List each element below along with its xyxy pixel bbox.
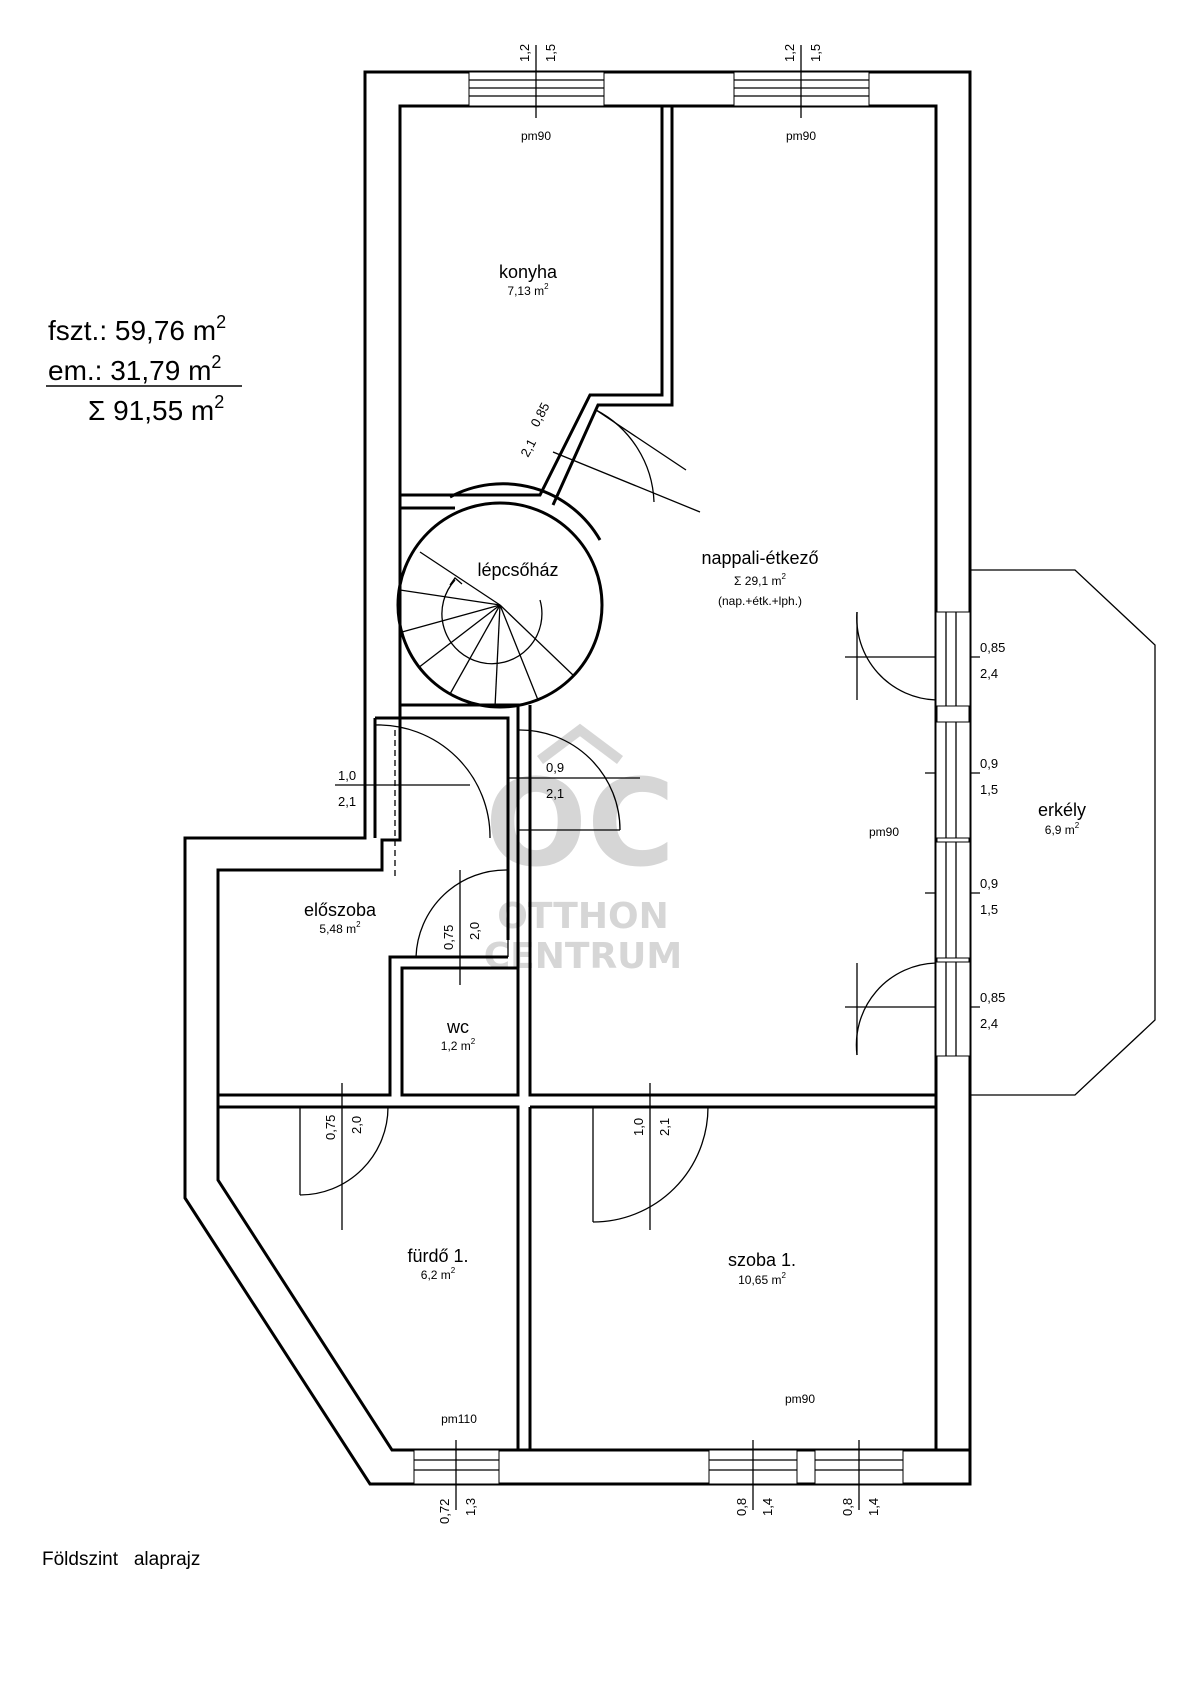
dim-east-win1-w: 0,9	[980, 756, 998, 771]
konyha-name: konyha	[499, 262, 558, 282]
svg-text:7,13 m2: 7,13 m2	[507, 282, 549, 298]
spiral-staircase	[396, 482, 604, 709]
svg-text:em.: 31,79 m2: em.: 31,79 m2	[48, 352, 221, 386]
dim-kitchen-door-h: 2,1	[517, 436, 539, 459]
wc-door	[415, 869, 509, 985]
sill-nappali-east: pm90	[869, 825, 899, 839]
dim-living-door-h: 2,1	[546, 786, 564, 801]
dim-entry-door-w: 1,0	[338, 768, 356, 783]
summary-sup3: 2	[214, 392, 224, 412]
dim-wc-door-w: 0,75	[441, 925, 456, 950]
summary-line2: em.: 31,79 m	[48, 355, 211, 386]
dim-east-door-top-w: 0,85	[980, 640, 1005, 655]
bedroom-door	[592, 1083, 709, 1230]
summary-line1: fszt.: 59,76 m	[48, 315, 216, 346]
eloszoba-name: előszoba	[304, 900, 377, 920]
dim-room-win1-w: 0,8	[734, 1498, 749, 1516]
dim-bath-door-h: 2,0	[349, 1116, 364, 1134]
otthon-centrum-watermark: OC OTTHON CENTRUM	[484, 723, 682, 977]
svg-text:10,65 m2: 10,65 m2	[738, 1271, 786, 1287]
erkely-name: erkély	[1038, 800, 1086, 820]
sill-konyha: pm90	[521, 129, 551, 143]
sill-furdo: pm110	[441, 1412, 477, 1426]
konyha-area: 7,13 m	[507, 284, 544, 298]
watermark-roof-icon	[537, 723, 623, 764]
szoba-name: szoba 1.	[728, 1250, 796, 1270]
room-labels: konyha 7,13 m2 lépcsőház nappali-étkező …	[304, 262, 1086, 1287]
furdo-name: fürdő 1.	[407, 1246, 468, 1266]
summary-sup2: 2	[211, 352, 221, 372]
dim-room-door-h: 2,1	[657, 1118, 672, 1136]
dim-bath-door-w: 0,75	[323, 1115, 338, 1140]
watermark-line1: OTTHON	[497, 896, 668, 937]
lepcsohaz-name: lépcsőház	[477, 560, 558, 580]
dim-room-win2-h: 1,4	[866, 1498, 881, 1516]
living-door	[508, 729, 640, 831]
svg-text:6,2 m2: 6,2 m2	[421, 1266, 456, 1282]
nappali-area: Σ 29,1 m	[734, 574, 781, 588]
dim-top-right-h: 1,5	[808, 44, 823, 62]
dim-wc-door-h: 2,0	[467, 922, 482, 940]
sill-nappali: pm90	[786, 129, 816, 143]
svg-text:Σ 29,1 m2: Σ 29,1 m2	[734, 572, 786, 588]
dim-top-left-h: 1,5	[543, 44, 558, 62]
szoba-area: 10,65 m	[738, 1273, 781, 1287]
erkely-area: 6,9 m	[1045, 823, 1075, 837]
dim-kitchen-door-w: 0,85	[527, 400, 552, 429]
dim-entry-door-h: 2,1	[338, 794, 356, 809]
windows	[413, 45, 971, 1510]
dim-east-door-bottom-h: 2,4	[980, 1016, 998, 1031]
dim-east-win2-w: 0,9	[980, 876, 998, 891]
entry-door	[335, 724, 491, 880]
svg-text:fszt.: 59,76 m2: fszt.: 59,76 m2	[48, 312, 226, 346]
bath-door	[299, 1083, 389, 1230]
dim-room-win1-h: 1,4	[760, 1498, 775, 1516]
dim-bath-win-w: 0,72	[437, 1499, 452, 1524]
sill-szoba: pm90	[785, 1392, 815, 1406]
summary-line3: Σ 91,55 m	[88, 395, 214, 426]
dim-room-win2-w: 0,8	[840, 1498, 855, 1516]
interior-walls	[218, 104, 970, 1452]
svg-text:1,2 m2: 1,2 m2	[441, 1037, 476, 1053]
dim-east-door-top-h: 2,4	[980, 666, 998, 681]
kitchen-door	[552, 409, 701, 513]
wc-name: wc	[446, 1017, 469, 1037]
svg-text:6,9 m2: 6,9 m2	[1045, 821, 1080, 837]
dim-bath-win-h: 1,3	[463, 1498, 478, 1516]
area-summary: fszt.: 59,76 m2 em.: 31,79 m2 Σ 91,55 m2	[46, 312, 242, 426]
summary-sup1: 2	[216, 312, 226, 332]
dim-east-door-bottom-w: 0,85	[980, 990, 1005, 1005]
dim-top-right-w: 1,2	[782, 44, 797, 62]
sill-labels: pm90 pm90 pm90 pm110 pm90	[441, 129, 899, 1426]
svg-text:Σ 91,55 m2: Σ 91,55 m2	[88, 392, 224, 426]
nappali-name: nappali-étkező	[701, 548, 818, 568]
eloszoba-area: 5,48 m	[319, 922, 356, 936]
dim-living-door-w: 0,9	[546, 760, 564, 775]
wc-area: 1,2 m	[441, 1039, 471, 1053]
balcony-outline	[970, 569, 1156, 1096]
furdo-area: 6,2 m	[421, 1268, 451, 1282]
nappali-note: (nap.+étk.+lph.)	[718, 594, 802, 608]
dim-top-left-w: 1,2	[517, 44, 532, 62]
plan-caption: Földszint alaprajz	[42, 1549, 200, 1570]
dim-east-win2-h: 1,5	[980, 902, 998, 917]
svg-text:5,48 m2: 5,48 m2	[319, 920, 361, 936]
dim-east-win1-h: 1,5	[980, 782, 998, 797]
watermark-line2: CENTRUM	[484, 936, 682, 977]
watermark-logo: OC	[485, 755, 675, 894]
dim-room-door-w: 1,0	[631, 1118, 646, 1136]
dimension-labels: 1,2 1,5 1,2 1,5 0,85 2,1 0,85 2,4 0,9 1,…	[323, 44, 1005, 1524]
